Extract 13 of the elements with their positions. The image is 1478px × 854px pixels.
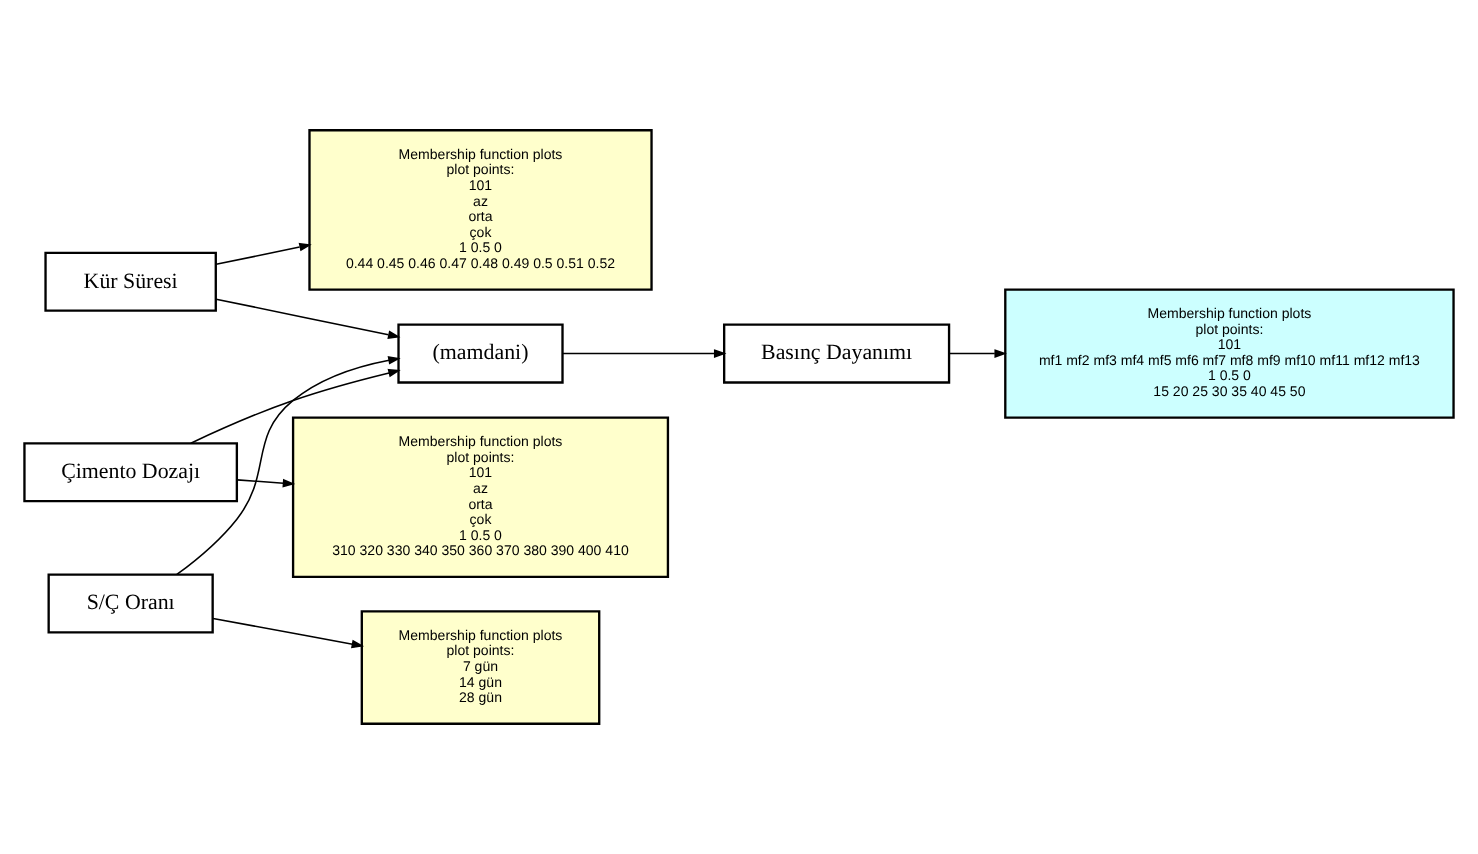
node-box: (mamdani) (397, 323, 564, 384)
node-box: Çimento Dozajı (23, 442, 239, 503)
node-box: S/Ç Oranı (47, 573, 214, 634)
arrow (176, 356, 401, 576)
arrow (215, 298, 401, 340)
node-box: Basınç Dayanımı (723, 323, 951, 384)
arrow (948, 349, 1007, 358)
arrow (212, 617, 365, 649)
arrow (561, 349, 727, 358)
arrow (190, 368, 401, 444)
node-box: Kür Süresi (44, 251, 217, 312)
arrow (236, 478, 296, 488)
arrow (215, 242, 312, 266)
